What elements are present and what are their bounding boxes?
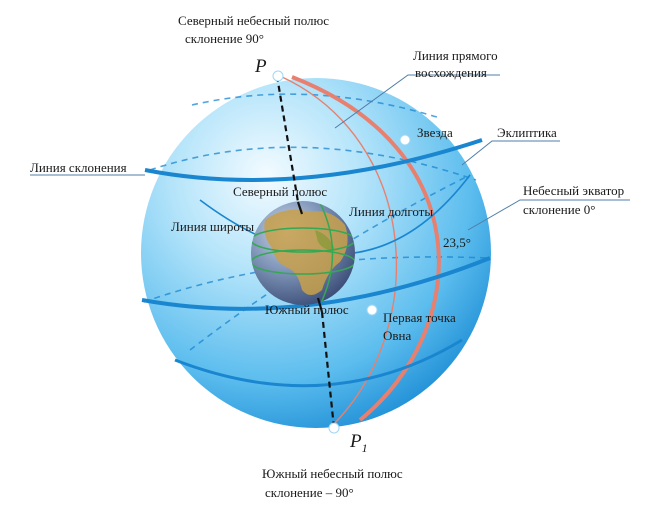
pole-p-point	[272, 70, 284, 82]
declination-line-label: Линия склонения	[30, 160, 127, 175]
leader-lines	[30, 74, 630, 231]
star-label: Звезда	[417, 125, 453, 140]
north-celestial-pole-label-1: Северный небесный полюс	[178, 13, 329, 28]
ecliptic-lower	[174, 338, 463, 388]
declination-circle	[144, 138, 483, 182]
ra-meridian-thick	[291, 75, 441, 422]
ra-line-label-2: восхождения	[415, 65, 487, 80]
markers	[272, 70, 411, 434]
pole-p-label: P	[254, 56, 267, 77]
north-celestial-pole-label-2: склонение 90°	[185, 31, 264, 46]
ra-meridian-thin	[279, 75, 398, 429]
ra-line-label-1: Линия прямого	[413, 48, 498, 63]
star-point	[399, 134, 411, 146]
south-pole-label: Южный полюс	[265, 302, 349, 317]
celestial-equator-label-1: Небесный экватор	[523, 183, 624, 198]
pole-p1-label: P1	[349, 431, 368, 455]
pole-p1-subscript: 1	[362, 441, 368, 455]
tilt-angle-label: 23,5°	[443, 235, 471, 250]
vernal-point-label-1: Первая точка	[383, 310, 456, 325]
earth	[251, 201, 355, 305]
front-circles	[141, 138, 491, 388]
celestial-equator-label-2: склонение 0°	[523, 202, 595, 217]
celestial-axis	[275, 75, 336, 429]
celestial-equator	[141, 256, 491, 311]
vernal-point	[366, 304, 378, 316]
ecliptic-label: Эклиптика	[497, 125, 557, 140]
pole-p1-point	[328, 422, 340, 434]
north-pole-label: Северный полюс	[233, 184, 327, 199]
vernal-point-label-2: Овна	[383, 328, 411, 343]
latitude-line-label: Линия широты	[171, 219, 254, 234]
ra-meridians	[279, 75, 441, 429]
south-celestial-pole-label-2: склонение – 90°	[265, 485, 354, 500]
south-celestial-pole-label-1: Южный небесный полюс	[262, 466, 403, 481]
longitude-line-label: Линия долготы	[349, 204, 433, 219]
